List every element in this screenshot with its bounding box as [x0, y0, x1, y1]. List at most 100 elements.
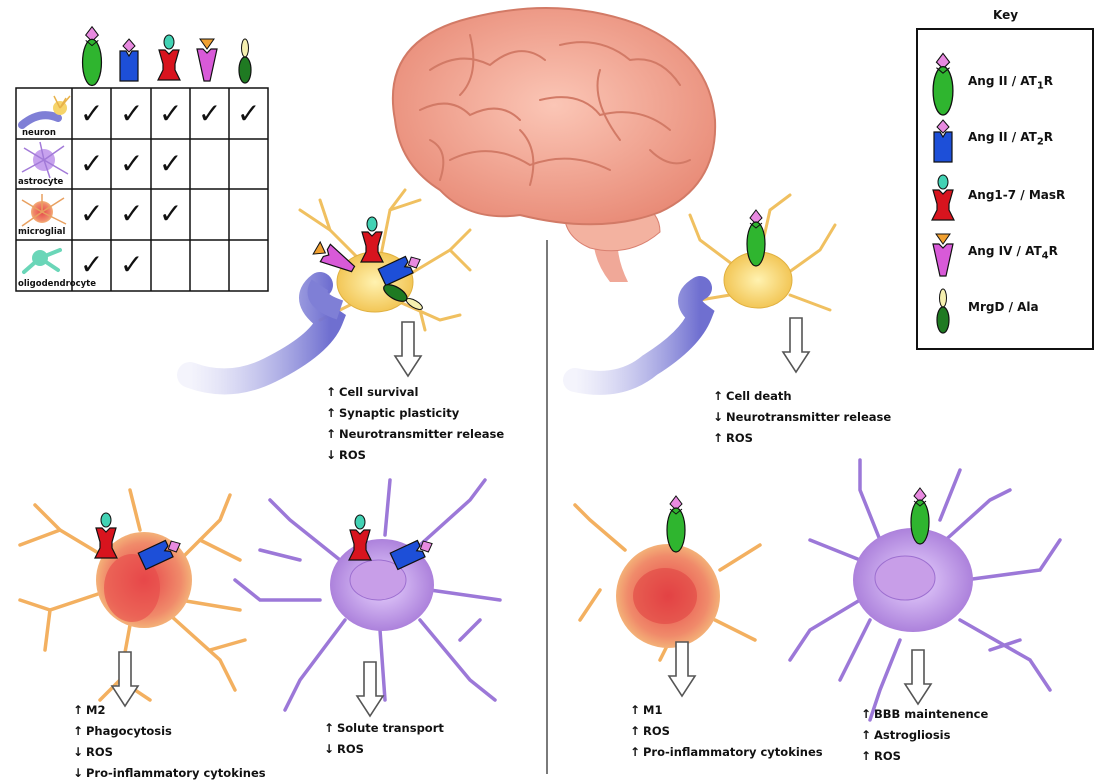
key-at4-label: Ang IV / AT4R — [968, 244, 1058, 261]
microglial-thumbnail — [22, 194, 66, 226]
check-icon: ✓ — [80, 100, 103, 128]
protective-astrocyte — [235, 480, 500, 716]
effect-item: ↓ROS — [326, 445, 504, 466]
row-label-astrocyte: astrocyte — [18, 177, 63, 187]
effect-text: ROS — [726, 428, 753, 449]
effect-item: ↑BBB maintenence — [861, 704, 988, 725]
effect-text: ROS — [339, 445, 366, 466]
effect-text: Pro-inflammatory cytokines — [86, 763, 266, 784]
effect-text: Neurotransmitter release — [726, 407, 891, 428]
arrow-down-icon: ↓ — [326, 445, 339, 466]
arrow-up-icon: ↑ — [630, 742, 643, 763]
check-icon: ✓ — [237, 100, 260, 128]
effect-text: Cell survival — [339, 382, 418, 403]
check-icon: ✓ — [80, 150, 103, 178]
effect-text: ROS — [86, 742, 113, 763]
arrow-down-icon: ↓ — [73, 763, 86, 784]
check-icon: ✓ — [120, 251, 143, 279]
damaging-microglia — [575, 496, 760, 696]
table-header-at2-receptor — [120, 39, 138, 81]
arrow-up-icon: ↑ — [861, 725, 874, 746]
check-icon: ✓ — [159, 200, 182, 228]
effect-text: ROS — [337, 739, 364, 760]
effect-item: ↑Cell death — [713, 386, 891, 407]
effect-item: ↑M2 — [73, 700, 266, 721]
effects-microglia-damaging: ↑M1↑ROS↑Pro-inflammatory cytokines — [630, 700, 823, 763]
arrow-up-icon: ↑ — [326, 382, 339, 403]
arrow-up-icon: ↑ — [73, 721, 86, 742]
effect-text: BBB maintenence — [874, 704, 988, 725]
effects-astrocyte-protective: ↑Solute transport↓ROS — [324, 718, 444, 760]
effect-item: ↑ROS — [630, 721, 823, 742]
effects-neuron-damaging: ↑Cell death↓Neurotransmitter release↑ROS — [713, 386, 891, 449]
effect-text: Solute transport — [337, 718, 444, 739]
key-mas-label: Ang1-7 / MasR — [968, 188, 1065, 202]
effect-text: Pro-inflammatory cytokines — [643, 742, 823, 763]
arrow-up-icon: ↑ — [861, 704, 874, 725]
protective-neuron — [190, 190, 470, 381]
effect-text: M2 — [86, 700, 105, 721]
effect-item: ↑Synaptic plasticity — [326, 403, 504, 424]
row-label-microglial: microglial — [18, 227, 65, 237]
protective-microglia — [20, 490, 245, 706]
table-header-at4-receptor — [197, 39, 217, 81]
row-label-neuron: neuron — [22, 128, 56, 138]
effect-text: ROS — [874, 746, 901, 767]
astrocyte-thumbnail — [22, 142, 68, 178]
effect-item: ↑Phagocytosis — [73, 721, 266, 742]
table-header-mrgd-receptor — [239, 39, 251, 83]
effect-item: ↑ROS — [861, 746, 988, 767]
arrow-up-icon: ↑ — [326, 403, 339, 424]
arrow-up-icon: ↑ — [713, 386, 726, 407]
arrow-down-icon: ↓ — [713, 407, 726, 428]
effect-text: Phagocytosis — [86, 721, 172, 742]
table-header-at1-receptor — [83, 27, 102, 86]
effect-text: ROS — [643, 721, 670, 742]
effect-item: ↓Pro-inflammatory cytokines — [73, 763, 266, 784]
check-icon: ✓ — [120, 150, 143, 178]
effect-item: ↓Neurotransmitter release — [713, 407, 891, 428]
brain-illustration — [393, 8, 715, 282]
check-icon: ✓ — [120, 100, 143, 128]
key-at2-label: Ang II / AT2R — [968, 130, 1053, 147]
effect-text: M1 — [643, 700, 662, 721]
damaging-astrocyte — [790, 460, 1060, 720]
effect-item: ↑Pro-inflammatory cytokines — [630, 742, 823, 763]
effect-text: Neurotransmitter release — [339, 424, 504, 445]
effect-item: ↑Neurotransmitter release — [326, 424, 504, 445]
effect-item: ↑M1 — [630, 700, 823, 721]
arrow-down-icon: ↓ — [73, 742, 86, 763]
effect-item: ↑Astrogliosis — [861, 725, 988, 746]
effect-text: Astrogliosis — [874, 725, 950, 746]
check-icon: ✓ — [80, 251, 103, 279]
key-mrgd-label: MrgD / Ala — [968, 300, 1039, 314]
arrow-up-icon: ↑ — [630, 700, 643, 721]
arrow-up-icon: ↑ — [73, 700, 86, 721]
table-header-mas-receptor — [158, 35, 180, 80]
arrow-down-icon: ↓ — [324, 739, 337, 760]
check-icon: ✓ — [120, 200, 143, 228]
arrow-up-icon: ↑ — [861, 746, 874, 767]
effects-astrocyte-damaging: ↑BBB maintenence↑Astrogliosis↑ROS — [861, 704, 988, 767]
effect-item: ↑Solute transport — [324, 718, 444, 739]
oligodendrocyte-thumbnail — [24, 250, 60, 272]
arrow-up-icon: ↑ — [326, 424, 339, 445]
arrow-up-icon: ↑ — [630, 721, 643, 742]
effects-neuron-protective: ↑Cell survival↑Synaptic plasticity↑Neuro… — [326, 382, 504, 466]
effect-item: ↓ROS — [73, 742, 266, 763]
effect-item: ↓ROS — [324, 739, 444, 760]
check-icon: ✓ — [198, 100, 221, 128]
effects-microglia-protective: ↑M2↑Phagocytosis↓ROS↓Pro-inflammatory cy… — [73, 700, 266, 784]
effect-item: ↑Cell survival — [326, 382, 504, 403]
neuron-thumbnail — [22, 96, 70, 125]
check-icon: ✓ — [159, 150, 182, 178]
effect-text: Cell death — [726, 386, 792, 407]
effect-text: Synaptic plasticity — [339, 403, 459, 424]
arrow-up-icon: ↑ — [713, 428, 726, 449]
key-at1-label: Ang II / AT1R — [968, 74, 1053, 91]
arrow-up-icon: ↑ — [324, 718, 337, 739]
check-icon: ✓ — [159, 100, 182, 128]
key-title: Key — [993, 8, 1018, 22]
effect-item: ↑ROS — [713, 428, 891, 449]
check-icon: ✓ — [80, 200, 103, 228]
